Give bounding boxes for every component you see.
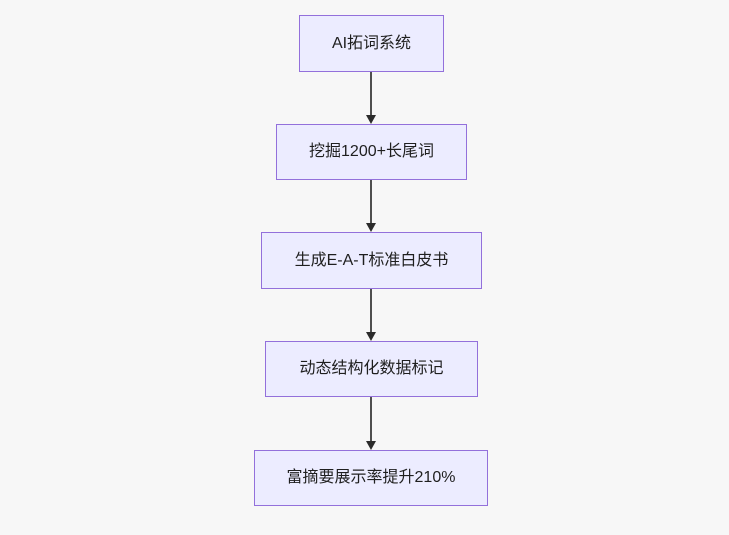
arrowhead-icon xyxy=(366,223,376,232)
arrowhead-icon xyxy=(366,441,376,450)
flow-node-label: 挖掘1200+长尾词 xyxy=(309,143,434,161)
flow-node-label: 动态结构化数据标记 xyxy=(299,360,444,378)
flow-arrow-down xyxy=(366,289,376,341)
flow-arrow-down xyxy=(366,72,376,124)
arrow-line xyxy=(370,289,372,332)
flow-node-label: AI拓词系统 xyxy=(331,34,412,52)
flow-node-rich-snippet-result: 富摘要展示率提升210% xyxy=(254,450,488,506)
flow-arrow-down xyxy=(366,397,376,450)
flow-arrow-down xyxy=(366,180,376,232)
flow-node-ai-keyword-system: AI拓词系统 xyxy=(299,15,444,72)
arrowhead-icon xyxy=(366,332,376,341)
flow-node-label: 富摘要展示率提升210% xyxy=(286,469,456,487)
arrow-line xyxy=(370,397,372,441)
flow-node-eat-whitepaper: 生成E-A-T标准白皮书 xyxy=(261,232,482,289)
arrow-line xyxy=(370,72,372,115)
arrow-line xyxy=(370,180,372,223)
flow-node-label: 生成E-A-T标准白皮书 xyxy=(294,251,449,269)
flow-node-longtail-mining: 挖掘1200+长尾词 xyxy=(276,124,467,180)
arrowhead-icon xyxy=(366,115,376,124)
flow-node-structured-data-markup: 动态结构化数据标记 xyxy=(265,341,478,397)
